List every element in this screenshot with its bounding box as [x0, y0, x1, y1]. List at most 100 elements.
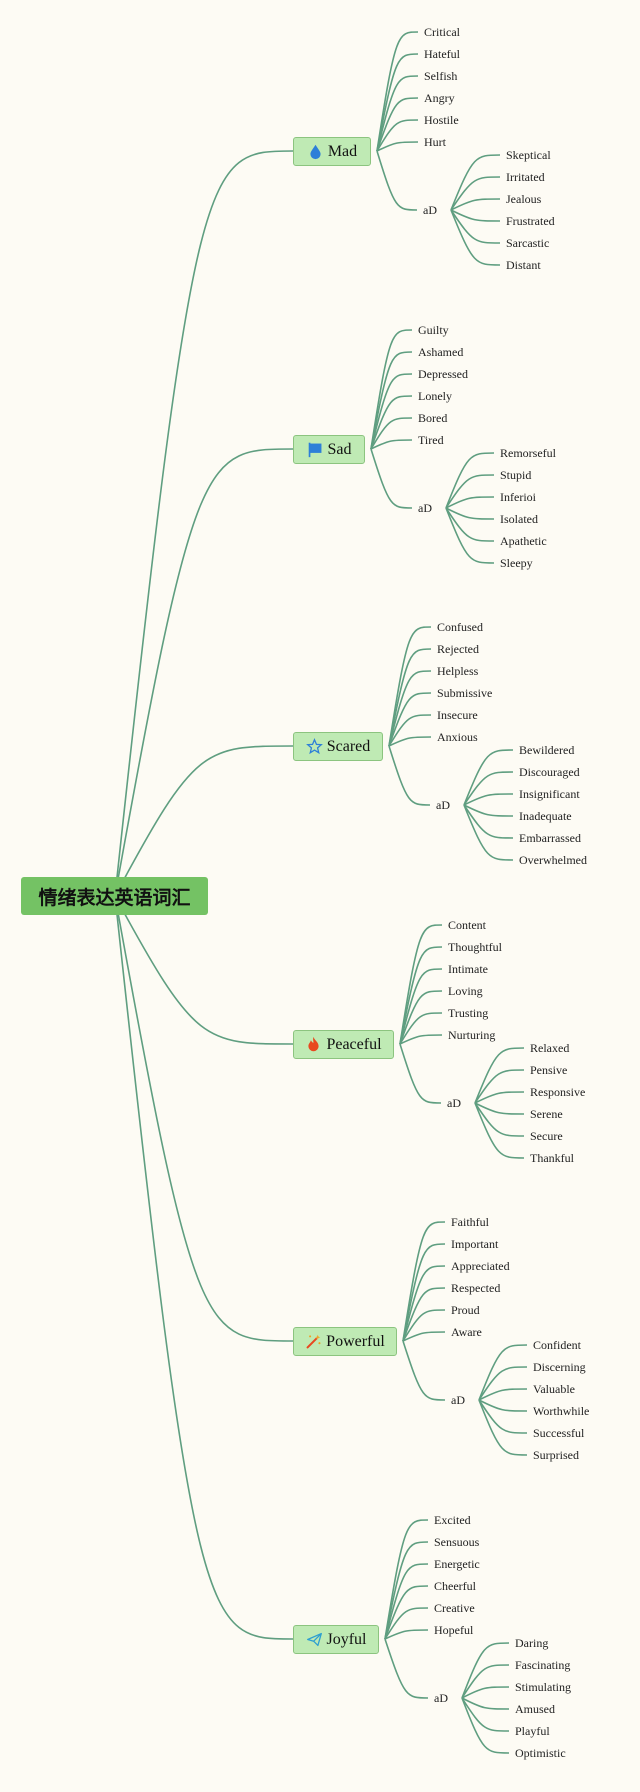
word-item[interactable]: Faithful — [451, 1215, 489, 1229]
word-item[interactable]: Thoughtful — [448, 940, 502, 954]
sub-word-item[interactable]: Playful — [515, 1724, 550, 1738]
category-joyful[interactable]: Joyful — [293, 1625, 379, 1654]
sub-word-item[interactable]: Secure — [530, 1129, 563, 1143]
word-item[interactable]: Angry — [424, 91, 455, 105]
sub-word-item[interactable]: Irritated — [506, 170, 545, 184]
connector-joyful-sub — [384, 1638, 429, 1699]
word-item[interactable]: Trusting — [448, 1006, 489, 1020]
sub-word-item[interactable]: Jealous — [506, 192, 542, 206]
sub-word-item[interactable]: Amused — [515, 1702, 555, 1716]
word-item[interactable]: Intimate — [448, 962, 488, 976]
sub-word-item[interactable]: Distant — [506, 258, 541, 272]
sub-word-item[interactable]: Overwhelmed — [519, 853, 587, 867]
word-item[interactable]: Hateful — [424, 47, 460, 61]
connector-scared-word-4 — [388, 714, 432, 747]
flag-icon — [307, 441, 324, 458]
word-item[interactable]: Creative — [434, 1601, 475, 1615]
sub-word-item[interactable]: Skeptical — [506, 148, 551, 162]
category-sad[interactable]: Sad — [293, 435, 365, 464]
sub-word-item[interactable]: Stimulating — [515, 1680, 572, 1694]
connector-peaceful-sub — [399, 1043, 442, 1104]
sub-word-item[interactable]: Sarcastic — [506, 236, 550, 250]
sub-word-item[interactable]: Successful — [533, 1426, 585, 1440]
connector-mad-word-0 — [376, 31, 419, 152]
word-item[interactable]: Selfish — [424, 69, 458, 83]
word-item[interactable]: Hurt — [424, 135, 446, 149]
sub-word-item[interactable]: Remorseful — [500, 446, 556, 460]
connector-root-scared — [114, 745, 294, 897]
sub-word-item[interactable]: Optimistic — [515, 1746, 566, 1760]
category-mad[interactable]: Mad — [293, 137, 371, 166]
sub-word-item[interactable]: Daring — [515, 1636, 549, 1650]
word-item[interactable]: Appreciated — [451, 1259, 510, 1273]
word-item[interactable]: Depressed — [418, 367, 468, 381]
word-item[interactable]: Rejected — [437, 642, 479, 656]
category-scared[interactable]: Scared — [293, 732, 383, 761]
word-item[interactable]: Proud — [451, 1303, 480, 1317]
category-peaceful[interactable]: Peaceful — [293, 1030, 394, 1059]
sub-word-item[interactable]: Discouraged — [519, 765, 580, 779]
sub-topic-label[interactable]: aD — [436, 798, 450, 812]
sub-word-item[interactable]: Bewildered — [519, 743, 575, 757]
word-item[interactable]: Cheerful — [434, 1579, 476, 1593]
word-item[interactable]: Lonely — [418, 389, 452, 403]
word-item[interactable]: Loving — [448, 984, 483, 998]
connector-root-powerful — [114, 895, 294, 1342]
word-item[interactable]: Critical — [424, 25, 460, 39]
connector-powerful-word-4 — [402, 1309, 446, 1342]
root-topic[interactable]: 情绪表达英语词汇 — [21, 877, 208, 915]
connector-root-peaceful — [114, 895, 294, 1045]
flame-icon — [305, 1036, 322, 1053]
connector-mad-subword-2 — [450, 198, 501, 211]
sub-word-item[interactable]: Thankful — [530, 1151, 574, 1165]
sub-word-item[interactable]: Confident — [533, 1338, 581, 1352]
sub-word-item[interactable]: Embarrassed — [519, 831, 581, 845]
sub-word-item[interactable]: Sleepy — [500, 556, 533, 570]
sub-topic-label[interactable]: aD — [434, 1691, 448, 1705]
sub-word-item[interactable]: Inferioi — [500, 490, 536, 504]
word-item[interactable]: Hostile — [424, 113, 459, 127]
word-item[interactable]: Ashamed — [418, 345, 464, 359]
word-item[interactable]: Confused — [437, 620, 483, 634]
connector-sad-sub — [370, 448, 413, 509]
sub-word-item[interactable]: Frustrated — [506, 214, 555, 228]
word-item[interactable]: Sensuous — [434, 1535, 480, 1549]
sub-word-item[interactable]: Isolated — [500, 512, 538, 526]
sub-word-item[interactable]: Responsive — [530, 1085, 586, 1099]
sub-word-item[interactable]: Serene — [530, 1107, 563, 1121]
sub-topic-label[interactable]: aD — [418, 501, 432, 515]
word-item[interactable]: Aware — [451, 1325, 482, 1339]
sub-topic-label[interactable]: aD — [447, 1096, 461, 1110]
sub-word-item[interactable]: Stupid — [500, 468, 532, 482]
sub-word-item[interactable]: Apathetic — [500, 534, 547, 548]
word-item[interactable]: Content — [448, 918, 486, 932]
sub-topic-label[interactable]: aD — [423, 203, 437, 217]
sub-word-item[interactable]: Pensive — [530, 1063, 568, 1077]
sub-word-item[interactable]: Surprised — [533, 1448, 579, 1462]
word-item[interactable]: Excited — [434, 1513, 471, 1527]
sub-word-item[interactable]: Fascinating — [515, 1658, 571, 1672]
word-item[interactable]: Hopeful — [434, 1623, 474, 1637]
sub-topic-label[interactable]: aD — [451, 1393, 465, 1407]
word-item[interactable]: Important — [451, 1237, 499, 1251]
word-item[interactable]: Anxious — [437, 730, 478, 744]
word-item[interactable]: Energetic — [434, 1557, 480, 1571]
word-item[interactable]: Insecure — [437, 708, 478, 722]
sub-word-item[interactable]: Worthwhile — [533, 1404, 590, 1418]
sub-word-item[interactable]: Relaxed — [530, 1041, 570, 1055]
word-item[interactable]: Bored — [418, 411, 448, 425]
word-item[interactable]: Helpless — [437, 664, 479, 678]
word-item[interactable]: Submissive — [437, 686, 493, 700]
sub-word-item[interactable]: Insignificant — [519, 787, 580, 801]
word-item[interactable]: Guilty — [418, 323, 449, 337]
connector-scared-word-2 — [388, 670, 432, 747]
sub-word-item[interactable]: Inadequate — [519, 809, 572, 823]
sub-word-item[interactable]: Discerning — [533, 1360, 586, 1374]
connector-sad-word-0 — [370, 329, 413, 450]
connector-sad-word-5 — [370, 439, 413, 450]
word-item[interactable]: Respected — [451, 1281, 501, 1295]
word-item[interactable]: Nurturing — [448, 1028, 496, 1042]
word-item[interactable]: Tired — [418, 433, 444, 447]
sub-word-item[interactable]: Valuable — [533, 1382, 575, 1396]
category-powerful[interactable]: Powerful — [293, 1327, 397, 1356]
